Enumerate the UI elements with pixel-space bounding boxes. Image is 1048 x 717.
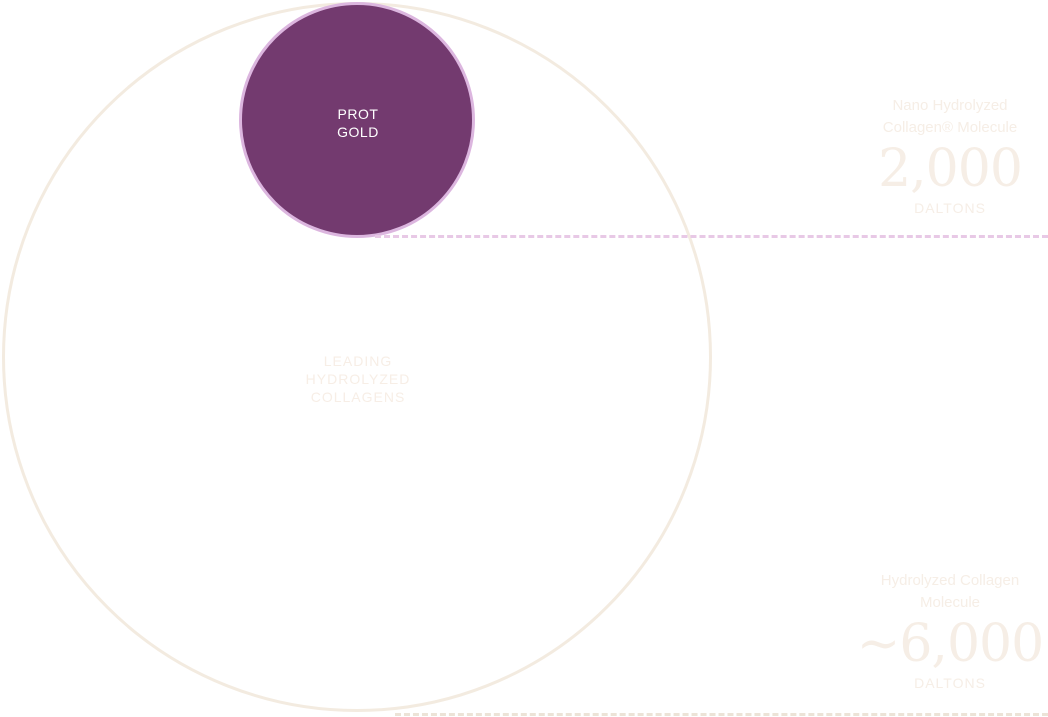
- prot-gold-label: PROT GOLD: [278, 105, 438, 141]
- leading-collagen-size-guide-line: [395, 713, 1048, 716]
- prot-gold-label-line-2: GOLD: [337, 124, 379, 140]
- nano-collagen-description-line-2: Collagen® Molecule: [882, 119, 1018, 136]
- nano-collagen-description-line-1: Nano Hydrolyzed: [892, 97, 1008, 114]
- hydrolyzed-collagen-description-line-2: Molecule: [919, 594, 981, 611]
- prot-gold-circle: [239, 2, 475, 238]
- hydrolyzed-collagen-unit: DALTONS: [914, 675, 986, 691]
- prot-gold-size-guide-line: [375, 235, 1048, 238]
- hydrolyzed-collagen-value: ~6,000: [856, 614, 1044, 674]
- hydrolyzed-collagen-description-line-1: Hydrolyzed Collagen: [880, 572, 1020, 589]
- hydrolyzed-collagen-stat: Hydrolyzed Collagen Molecule ~6,000 DALT…: [850, 570, 1048, 692]
- leading-collagen-label-line-1: LEADING: [323, 353, 393, 369]
- leading-collagen-label-line-3: COLLAGENS: [310, 389, 406, 405]
- leading-collagen-label-line-2: HYDROLYZED: [305, 371, 411, 387]
- nano-collagen-unit: DALTONS: [914, 200, 986, 216]
- prot-gold-label-line-1: PROT: [337, 106, 379, 122]
- leading-collagen-label: LEADING HYDROLYZED COLLAGENS: [278, 352, 438, 406]
- nano-collagen-value: 2,000: [878, 139, 1023, 199]
- nano-collagen-stat: Nano Hydrolyzed Collagen® Molecule 2,000…: [860, 95, 1040, 217]
